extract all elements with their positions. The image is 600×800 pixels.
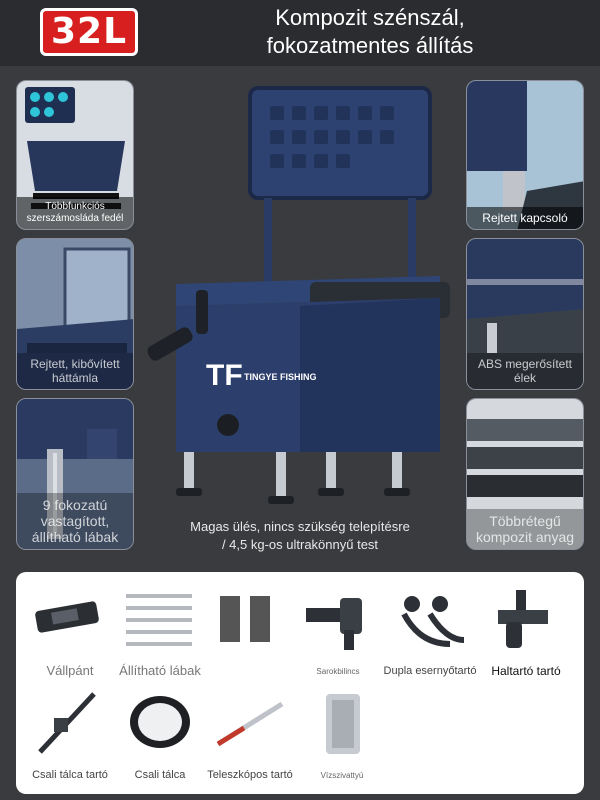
feature-caption: 9 fokozatú vastagított, állítható lábak xyxy=(17,493,133,549)
feature-caption: ABS megerősített élek xyxy=(467,353,583,389)
feature-card-hidden-switch[interactable]: Rejtett kapcsoló xyxy=(466,80,584,230)
accessory-bait-tray-holder[interactable]: Csali tálca tartó xyxy=(20,684,120,788)
accessory-label: Csali tálca tartó xyxy=(32,769,108,781)
shoulder-strap-icon xyxy=(35,601,99,633)
keepnet-holder-icon xyxy=(498,590,548,648)
accessory-label: Csali tálca xyxy=(134,769,186,781)
abs-edges-image xyxy=(467,239,583,389)
title-line-2: fokozatmentes állítás xyxy=(266,33,474,58)
accessory-blurred-item[interactable] xyxy=(200,580,300,684)
subtitle-line-2: / 4,5 kg-os ultrakönnyű test xyxy=(221,537,379,552)
accessory-label: Teleszkópos tartó xyxy=(207,769,293,781)
blurred-item-icon xyxy=(220,596,270,642)
accessory-label: Sarokbilincs xyxy=(316,667,360,676)
accessory-label: Haltartó tartó xyxy=(491,664,561,678)
feature-card-toolbox-lid[interactable]: Többfunkciós szerszámosláda fedél xyxy=(16,80,134,230)
bait-tray-holder-icon xyxy=(38,692,96,754)
adjustable-legs-icon xyxy=(126,594,192,646)
subtitle-line-1: Magas ülés, nincs szükség telepítésre xyxy=(190,519,410,534)
accessory-shoulder-strap[interactable]: Vállpánt xyxy=(20,580,120,684)
accessory-telescopic-arm[interactable]: Teleszkópos tartó xyxy=(200,684,300,788)
brand-logo-mark: TF xyxy=(206,359,243,392)
accessory-corner-clamp[interactable]: Sarokbilincs xyxy=(288,580,388,684)
telescopic-arm-icon xyxy=(216,701,284,747)
accessory-double-umbrella-holder[interactable]: Dupla esernyőtartó xyxy=(380,580,480,684)
brand-logo-text: TINGYE FISHING xyxy=(244,372,317,382)
page-title: Kompozit szénszál, fokozatmentes állítás xyxy=(160,4,580,60)
feature-card-legs[interactable]: 9 fokozatú vastagított, állítható lábak xyxy=(16,398,134,550)
accessory-label: Vállpánt xyxy=(46,663,94,678)
composite-material-image xyxy=(467,399,583,549)
title-line-1: Kompozit szénszál, xyxy=(275,5,465,30)
feature-caption: Többfunkciós szerszámosláda fedél xyxy=(17,197,133,229)
accessory-label: Vízszivattyú xyxy=(320,771,364,780)
feature-card-composite[interactable]: Többrétegű kompozit anyag xyxy=(466,398,584,550)
feature-caption: Többrétegű kompozit anyag xyxy=(467,509,583,549)
backrest-image xyxy=(17,239,133,389)
accessory-label: Állítható lábak xyxy=(119,663,201,678)
accessory-label: Dupla esernyőtartó xyxy=(383,665,477,677)
bait-tray-icon xyxy=(130,696,190,748)
feature-caption: Rejtett kapcsoló xyxy=(467,207,583,229)
accessories-panel: Vállpánt Állítható lábak Sarokbilincs xyxy=(16,572,584,794)
seat-box-product-image: TF TINGYE FISHING xyxy=(147,86,450,504)
accessory-bait-tray[interactable]: Csali tálca xyxy=(110,684,210,788)
legs-image xyxy=(17,399,133,549)
accessory-adjustable-legs[interactable]: Állítható lábak xyxy=(110,580,210,684)
double-umbrella-holder-icon xyxy=(401,596,465,647)
accessory-water-pump[interactable]: Vízszivattyú xyxy=(292,684,392,788)
feature-caption: Rejtett, kibővített háttámla xyxy=(17,353,133,389)
header-bar: 32L Kompozit szénszál, fokozatmentes áll… xyxy=(0,0,600,66)
water-pump-icon xyxy=(326,694,360,754)
feature-card-abs-edges[interactable]: ABS megerősített élek xyxy=(466,238,584,390)
feature-card-backrest[interactable]: Rejtett, kibővített háttámla xyxy=(16,238,134,390)
product-subtitle: Magas ülés, nincs szükség telepítésre / … xyxy=(150,518,450,554)
accessory-keepnet-holder[interactable]: Haltartó tartó xyxy=(476,580,576,684)
capacity-badge: 32L xyxy=(40,8,138,56)
corner-clamp-icon xyxy=(306,598,362,650)
